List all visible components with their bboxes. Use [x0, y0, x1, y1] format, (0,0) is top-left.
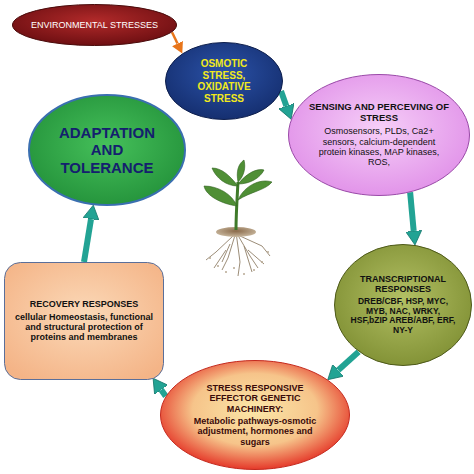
node-heading: RECOVERY RESPONSES	[30, 299, 139, 309]
node-content: ENVIRONMENTAL STRESSES	[12, 4, 177, 46]
node-content: OSMOTIC STRESS, OXIDATIVE STRESS	[165, 42, 283, 120]
recovery-box: RECOVERY RESPONSES cellular Homeostasis, …	[4, 262, 164, 380]
ellipse-shape	[335, 245, 472, 366]
flow-arrow	[338, 352, 358, 371]
node-content: TRANSCRIPTIONAL RESPONSESDREB/CBF, HSP, …	[334, 244, 472, 366]
ellipse-shape	[289, 75, 470, 196]
node-body: DREB/CBF, HSP, MYC, MYB, NAC, WRKY, HSF,…	[348, 297, 458, 336]
sensing-ellipse: SENSING AND PERCEVING OF STRESSOsmosenso…	[288, 74, 470, 196]
node-heading: STRESS RESPONSIVE EFFECTOR GENETIC MACHI…	[186, 383, 324, 414]
flow-arrow	[84, 219, 91, 262]
node-body: cellular Homeostasis, functional and str…	[12, 312, 156, 343]
node-heading: TRANSCRIPTIONAL RESPONSES	[348, 274, 458, 295]
plant-root-dots	[209, 251, 269, 275]
rect-shape	[5, 263, 164, 380]
adaptation-ellipse: ADAPTATION AND TOLERANCE	[28, 94, 186, 206]
flow-arrow	[172, 32, 177, 43]
stress-source-ellipse: ENVIRONMENTAL STRESSES	[12, 4, 177, 46]
stress-type-ellipse: OSMOTIC STRESS, OXIDATIVE STRESS	[165, 42, 283, 120]
node-heading: ENVIRONMENTAL STRESSES	[31, 20, 158, 30]
ellipse-shape	[13, 5, 177, 46]
node-heading: SENSING AND PERCEVING OF STRESS	[308, 102, 450, 124]
flow-arrow	[410, 192, 414, 231]
node-heading: ADAPTATION AND TOLERANCE	[52, 124, 162, 176]
ellipse-shape	[166, 43, 283, 120]
node-body: Metabolic pathways-osmotic adjustment, h…	[186, 416, 324, 447]
node-heading: OSMOTIC STRESS, OXIDATIVE STRESS	[181, 58, 267, 104]
node-body: Osmosensors, PLDs, Ca2+ sensors, calcium…	[308, 126, 450, 167]
ellipse-shape	[161, 361, 350, 470]
ellipse-outline	[160, 360, 350, 470]
flow-arrow	[161, 390, 166, 396]
effector-ellipse: STRESS RESPONSIVE EFFECTOR GENETIC MACHI…	[160, 360, 350, 470]
node-content: RECOVERY RESPONSES cellular Homeostasis, …	[4, 262, 164, 380]
flow-arrow	[281, 91, 286, 106]
node-content: ADAPTATION AND TOLERANCE	[28, 94, 186, 206]
node-content: SENSING AND PERCEVING OF STRESSOsmosenso…	[288, 74, 470, 196]
plant-roots	[206, 232, 270, 276]
node-content: STRESS RESPONSIVE EFFECTOR GENETIC MACHI…	[160, 360, 350, 470]
plant-leaves	[204, 160, 272, 206]
transcription-ellipse: TRANSCRIPTIONAL RESPONSESDREB/CBF, HSP, …	[334, 244, 472, 366]
ellipse-shape	[29, 95, 185, 205]
